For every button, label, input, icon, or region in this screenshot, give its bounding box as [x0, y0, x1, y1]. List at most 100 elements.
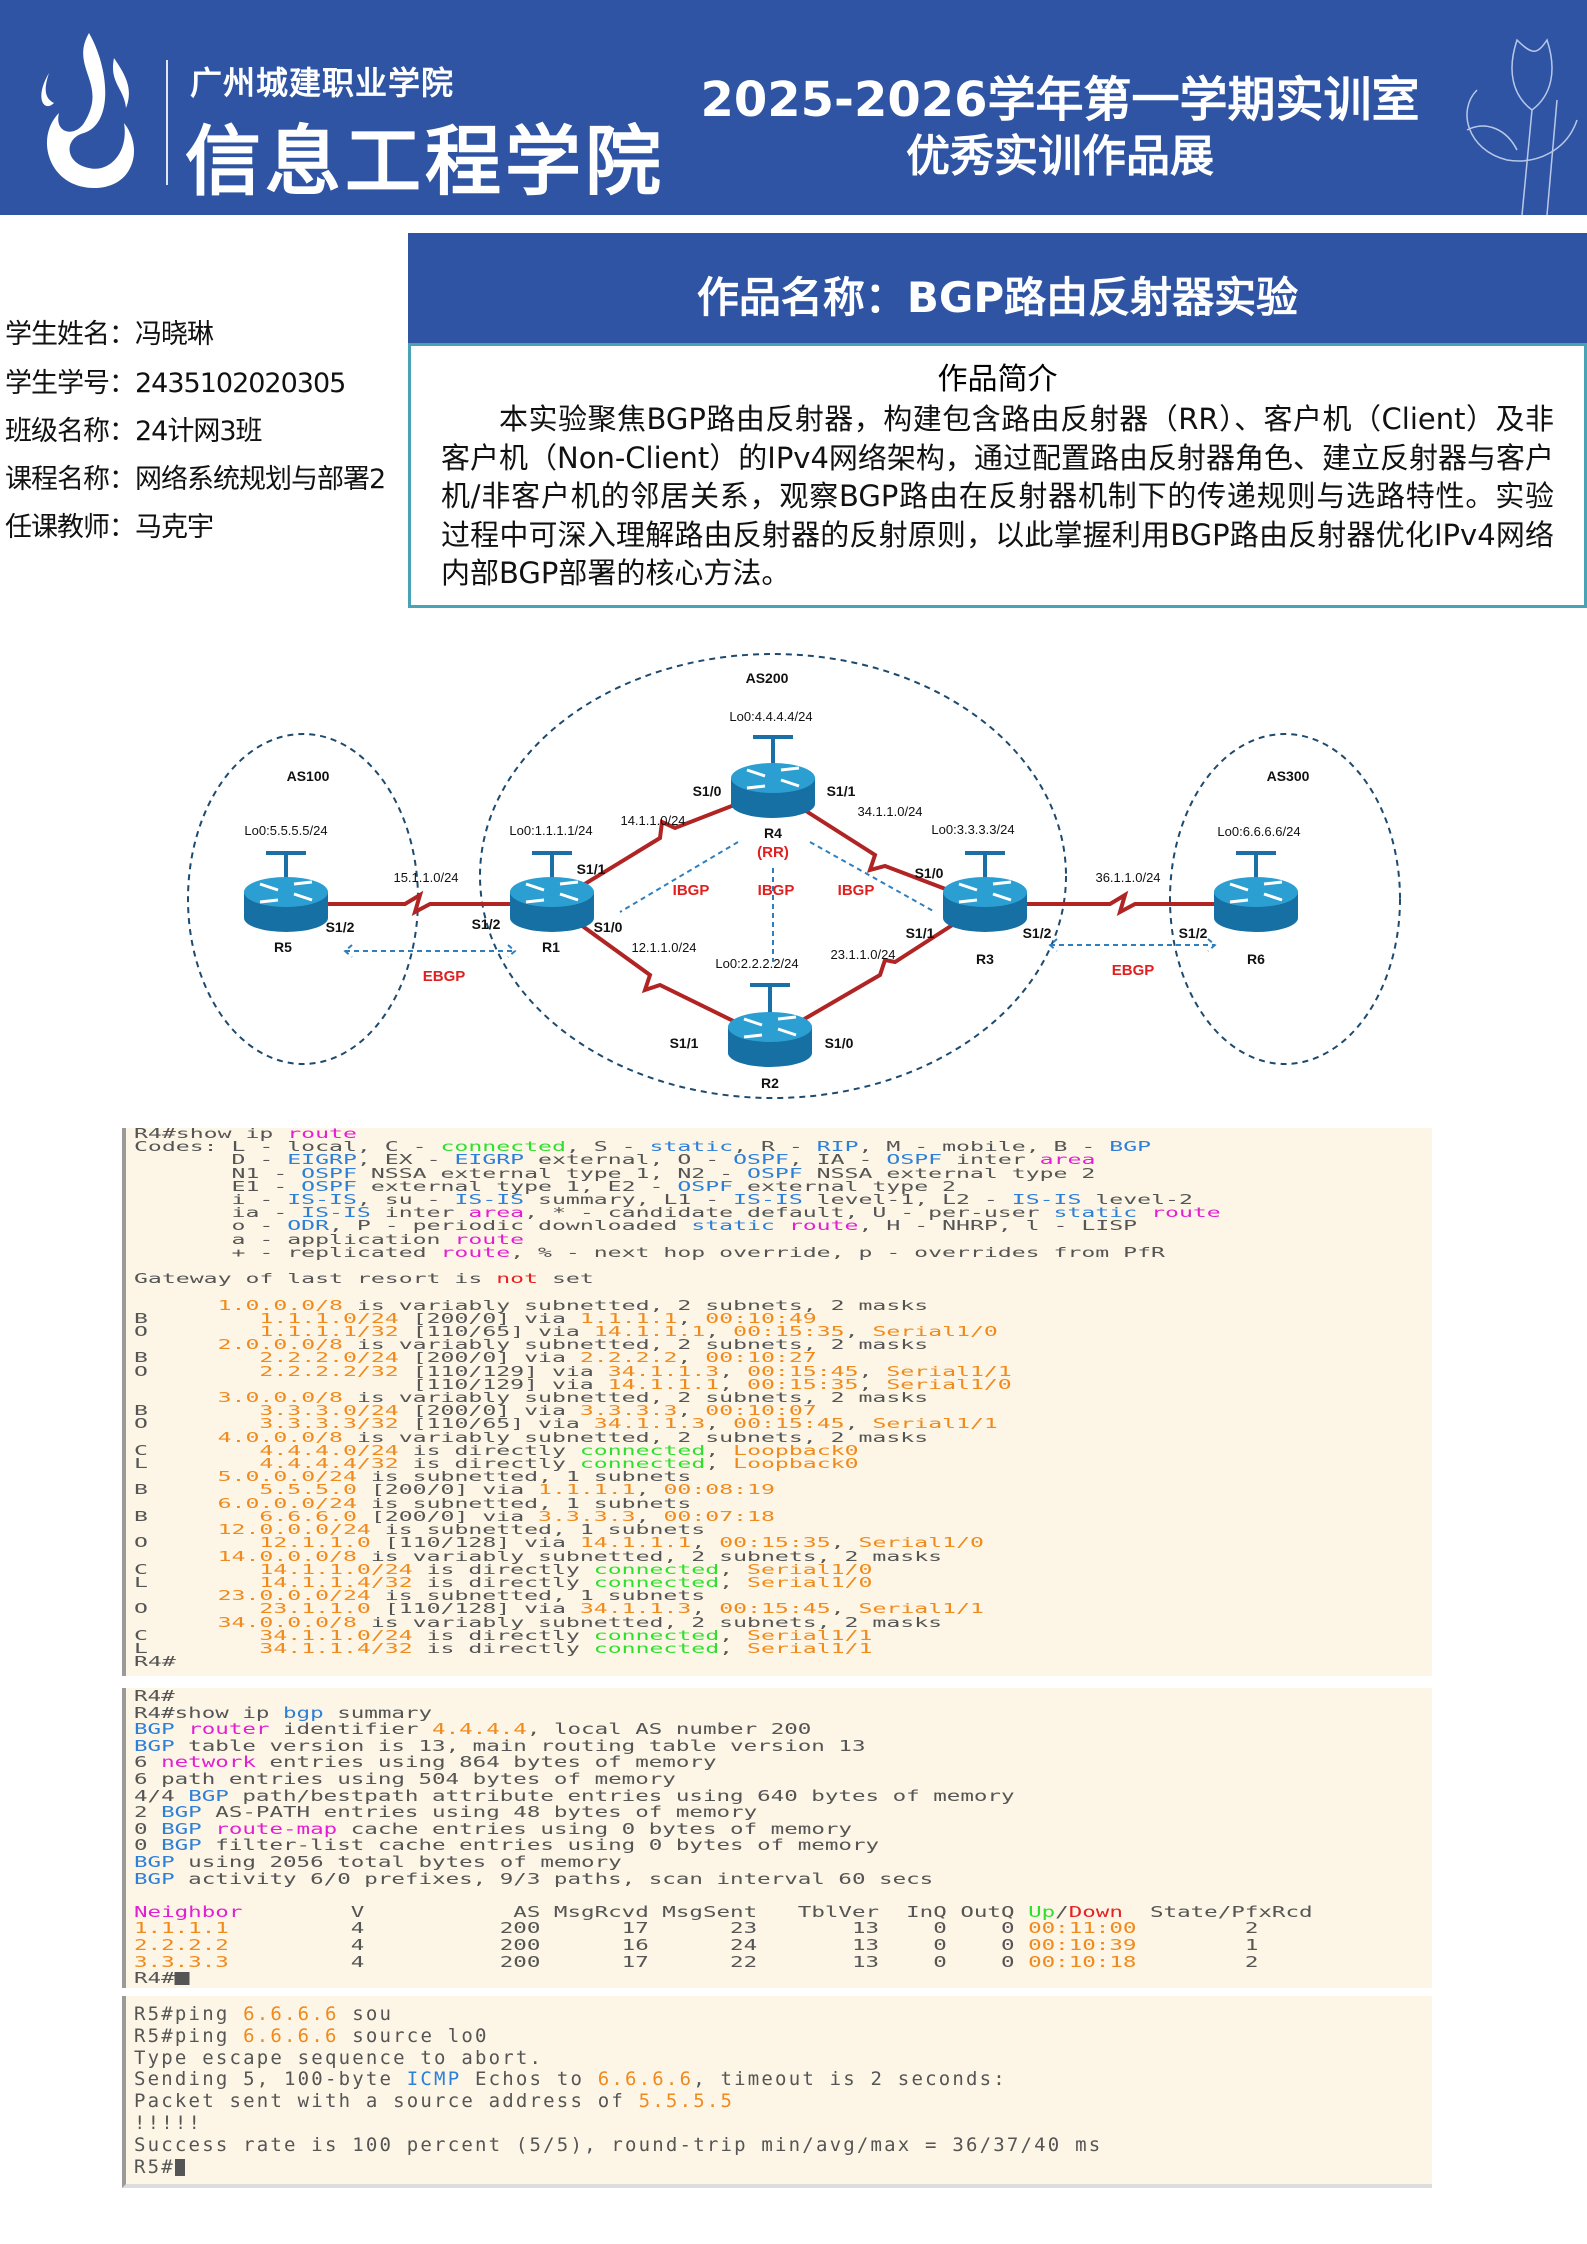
terminal-text: IS-IS — [287, 1193, 357, 1209]
terminal-text: AS-PATH entries using 48 bytes of memory — [201, 1803, 758, 1822]
terminal-line: O 2.2.2.2/32 [110/129] via 34.1.1.3, 00:… — [134, 1366, 1432, 1379]
terminal-text: 1.1.1.0/24 — [259, 1311, 399, 1327]
terminal-text: 4 200 17 23 13 0 0 — [228, 1919, 1029, 1938]
terminal-text: 1.1.1.1 — [134, 1919, 229, 1938]
subnet-15: 15.1.1.0/24 — [393, 870, 458, 885]
school-name: 广州城建职业学院 — [190, 64, 455, 102]
terminal-text: OSPF — [677, 1179, 734, 1195]
terminal-text: area — [1039, 1153, 1096, 1169]
link-r3-r6 — [985, 890, 1256, 917]
terminal-text: , M - mobile, B - — [858, 1140, 1110, 1156]
terminal-text: BGP — [161, 1803, 202, 1822]
terminal-line: 0 BGP filter-list cache entries using 0 … — [134, 1837, 1432, 1854]
terminal-text: O — [134, 1536, 260, 1552]
terminal-text: EIGRP — [454, 1153, 525, 1169]
terminal-text: connected — [593, 1575, 720, 1591]
terminal-line: R4# — [134, 1688, 1432, 1705]
terminal-text: 14.1.1.0/24 — [259, 1562, 413, 1578]
terminal-text: 34.1.1.3 — [607, 1364, 720, 1380]
terminal-line: C 14.1.1.0/24 is directly connected, Ser… — [134, 1564, 1432, 1577]
terminal-text: using 2056 total bytes of memory — [174, 1852, 622, 1871]
terminal-text: Serial1/1 — [858, 1602, 984, 1618]
terminal-text: B — [134, 1351, 260, 1367]
terminal-text: external, O - — [524, 1153, 734, 1169]
terminal-text: 6 path entries using 504 bytes of memory — [134, 1769, 676, 1788]
terminal-line: L 4.4.4.4/32 is directly connected, Loop… — [134, 1458, 1432, 1471]
terminal-text: 00:10:27 — [705, 1351, 817, 1367]
terminal-text: 00:15:45 — [719, 1602, 831, 1618]
terminal-text: ICMP — [406, 2068, 462, 2091]
r1-s11-label: S1/1 — [577, 861, 606, 877]
terminal-text: 00:10:07 — [705, 1404, 817, 1420]
terminal-text: 23.1.1.0 — [259, 1602, 371, 1618]
terminal-text: BGP — [134, 1869, 175, 1888]
terminal-line: BGP activity 6/0 prefixes, 9/3 paths, sc… — [134, 1869, 1432, 1888]
college-logo-icon — [41, 33, 135, 188]
terminal-text: , — [705, 1457, 734, 1473]
terminal-text: i - — [134, 1193, 288, 1209]
terminal-text: is variably subnetted, 2 subnets, 2 mask… — [343, 1298, 929, 1314]
terminal-text: BGP — [134, 1736, 175, 1755]
router-r6-icon — [1212, 875, 1300, 934]
terminal-text: 34.1.1.4/32 — [259, 1641, 413, 1657]
terminal-text: table version is 13, main routing table … — [174, 1736, 866, 1755]
r2-loopback: Lo0:2.2.2.2/24 — [715, 956, 798, 971]
terminal-text: NSSA external type 2 — [802, 1166, 1096, 1182]
terminal-line: D - EIGRP, EX - EIGRP external, O - OSPF… — [134, 1154, 1432, 1167]
terminal-text: Echos to — [461, 2068, 598, 2091]
terminal-text: Serial1/0 — [747, 1562, 873, 1578]
terminal-text: path/bestpath attribute entries using 64… — [228, 1786, 1015, 1805]
r3-s11-label: S1/1 — [906, 925, 935, 941]
terminal-line: R5#ping 6.6.6.6 sou — [134, 2003, 1432, 2026]
link-r5-r1 — [286, 890, 552, 917]
terminal-text: Serial1/1 — [872, 1417, 998, 1433]
terminal-text: , — [830, 1536, 859, 1552]
terminal-text: 3.3.3.3 — [134, 1952, 229, 1971]
r3-label: R3 — [976, 951, 994, 967]
terminal-text: R4# — [134, 1655, 176, 1671]
terminal-text: State/PfxRcd — [1122, 1902, 1313, 1921]
terminal-text: bgp — [283, 1703, 324, 1722]
terminal-text: 00:10:18 — [1028, 1952, 1137, 1971]
terminal-text: connected — [440, 1140, 566, 1156]
terminal-text: is subnetted, 1 subnets — [356, 1470, 692, 1486]
terminal-text: Down — [1068, 1902, 1123, 1921]
terminal-text: , — [677, 1404, 706, 1420]
terminal-text: O — [134, 1364, 260, 1380]
terminal-text: IS-IS — [733, 1193, 803, 1209]
terminal-text: [200/0] via — [398, 1311, 580, 1327]
terminal-text: o - — [134, 1219, 288, 1235]
rr-label: (RR) — [757, 844, 789, 861]
terminal-text: 0 — [134, 1836, 162, 1855]
terminal-line: 3.3.3.3 4 200 17 22 13 0 0 00:10:18 2 — [134, 1952, 1432, 1971]
terminal-text: [200/0] via — [398, 1351, 580, 1367]
terminal-text: R4#show ip — [134, 1128, 288, 1142]
terminal-text: , — [844, 1325, 873, 1341]
as100-label: AS100 — [287, 768, 330, 784]
terminal-text: 00:10:39 — [1028, 1935, 1137, 1954]
terminal-text: is subnetted, 1 subnets — [370, 1523, 706, 1539]
terminal-text: 34.0.0.0/8 — [217, 1615, 357, 1631]
terminal-text: Gateway of last resort is — [134, 1272, 497, 1288]
terminal-text: [110/128] via — [370, 1536, 580, 1552]
terminal-text: 5.5.5.0 — [259, 1483, 357, 1499]
terminal-text: route-map — [215, 1819, 338, 1838]
terminal-text: OSPF — [886, 1153, 943, 1169]
page-header: 广州城建职业学院 信息工程学院 2025-2026学年第一学期实训室 优秀实训作… — [0, 0, 1587, 215]
terminal-text: , — [635, 1483, 664, 1499]
terminal-text: 12.1.1.0 — [259, 1536, 371, 1552]
terminal-text: , su - — [356, 1193, 455, 1209]
terminal-text: OSPF — [301, 1179, 357, 1195]
r1-s12-label: S1/2 — [472, 916, 501, 932]
terminal-text: connected — [593, 1562, 720, 1578]
r4-s10-label: S1/0 — [693, 783, 722, 799]
terminal-line: BGP router identifier 4.4.4.4, local AS … — [134, 1721, 1432, 1738]
network-topology-diagram: AS200 AS100 AS300 R4 R5 R1 R3 R6 R2 S1/0… — [187, 653, 1401, 1099]
terminal-line: B 5.5.5.0 [200/0] via 1.1.1.1, 00:08:19 — [134, 1484, 1432, 1497]
terminal-line: R4#show ip bgp summary — [134, 1703, 1432, 1722]
router-r1-icon — [508, 875, 596, 934]
